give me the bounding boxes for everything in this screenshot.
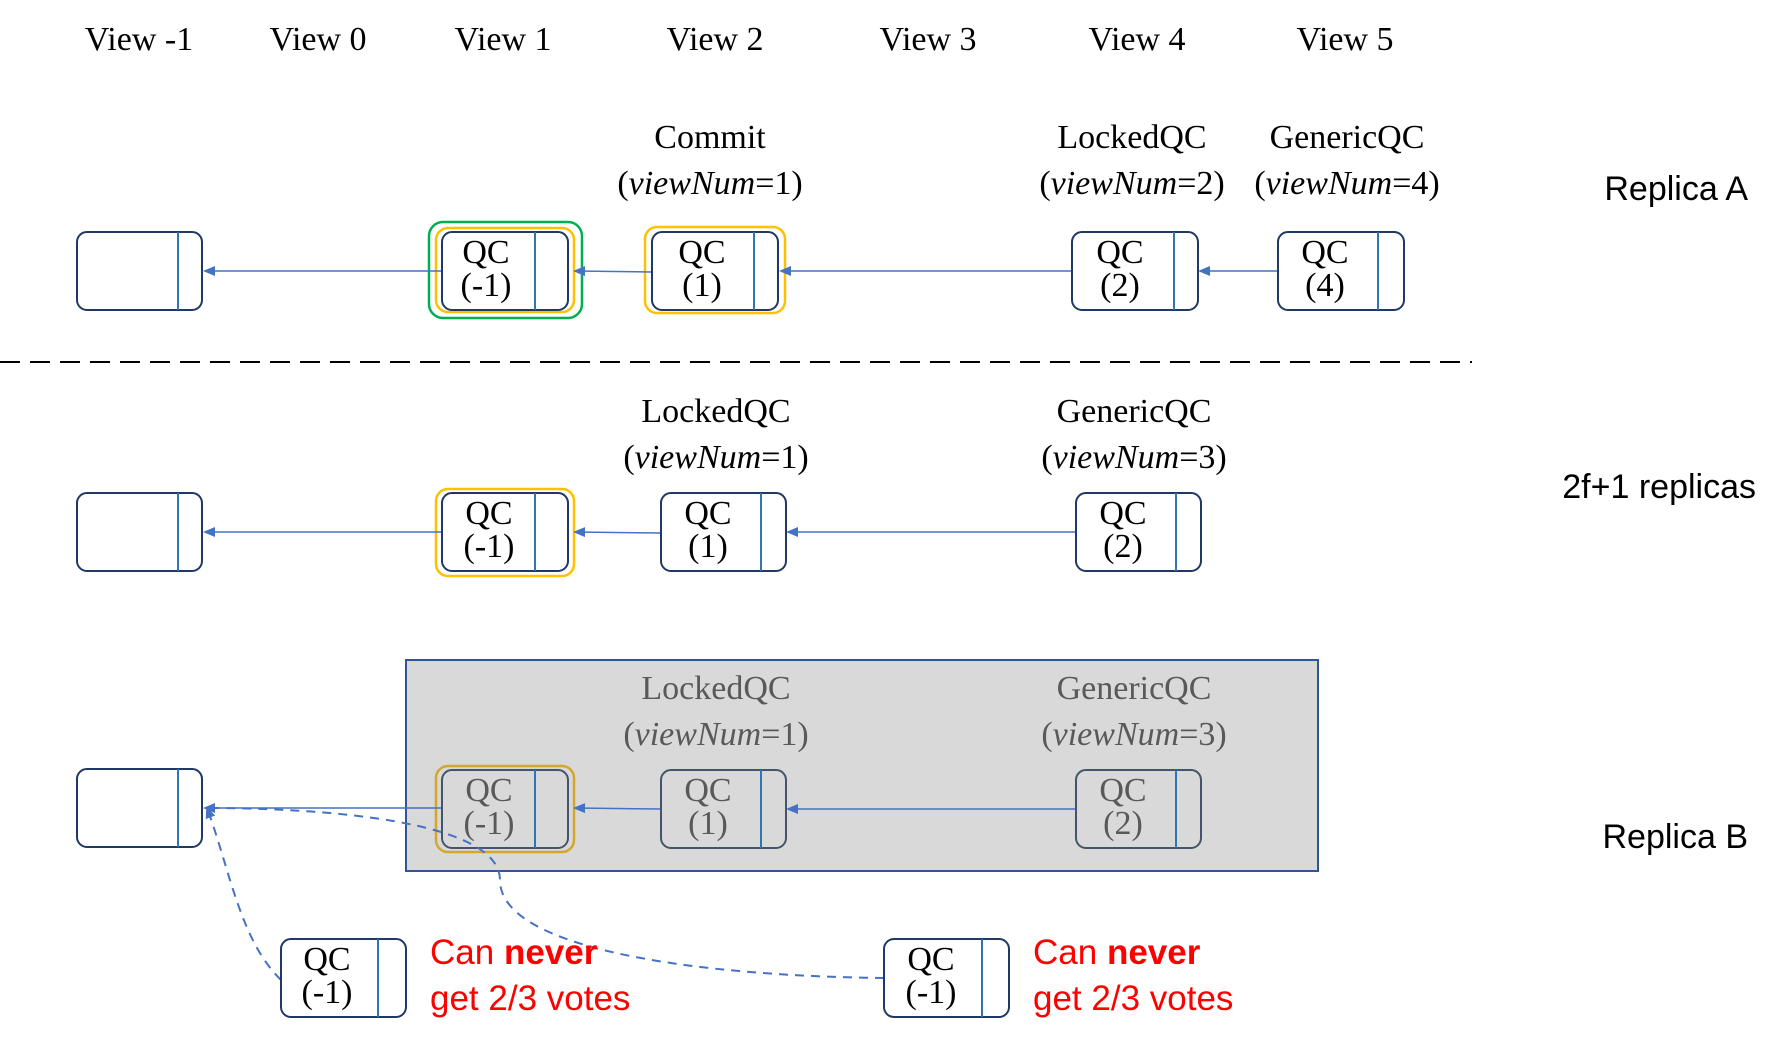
block: QC (1) [660,769,787,849]
annotation-title: LockedQC [641,670,790,707]
annotation-value: (viewNum=1) [617,165,802,202]
annotation-title: LockedQC [641,393,790,430]
dashed-fork-arrow [205,806,282,981]
qc-label: QC [678,234,725,271]
annotation-title: Commit [654,119,766,156]
annotation-title: GenericQC [1270,119,1425,156]
qc-view: (1) [688,528,728,565]
replicas-2f1-row: 2f+1 replicas LockedQC (viewNum=1) Gener… [76,393,1756,578]
qc-label: QC [462,234,509,271]
annotation-locked-qc: LockedQC (viewNum=1) [623,393,808,476]
block: QC (1) [660,492,787,572]
annotation-value: (viewNum=2) [1039,165,1224,202]
qc-view: (-1) [906,974,957,1011]
block: QC (-1) [441,492,569,572]
block: QC (2) [1075,769,1202,849]
qc-view: (1) [688,805,728,842]
replica-a-row: Replica A Commit (viewNum=1) LockedQC (v… [76,119,1748,320]
qc-label: QC [1099,495,1146,532]
qc-label: QC [1301,234,1348,271]
row-label-2f1-replicas: 2f+1 replicas [1562,468,1756,506]
annotation-value: (viewNum=3) [1041,716,1226,753]
qc-view: (-1) [302,974,353,1011]
block [76,768,203,848]
chain-arrow [573,803,662,814]
warning-note: Can never get 2/3 votes [430,933,630,1018]
annotation-title: GenericQC [1057,670,1212,707]
warning-line-2: get 2/3 votes [1033,979,1233,1018]
qc-label: QC [1099,772,1146,809]
block: QC (1) [651,231,779,311]
chain-arrow [573,527,662,538]
view-label: View 3 [879,21,976,58]
annotation-value: (viewNum=3) [1041,439,1226,476]
block: QC (-1) [441,231,569,311]
qc-view: (-1) [464,528,515,565]
warning-line-2: get 2/3 votes [430,979,630,1018]
annotation-commit: Commit (viewNum=1) [617,119,802,202]
dashed-fork-arrow [206,807,885,979]
abandoned-branch-panel [405,659,1319,872]
annotation-value: (viewNum=1) [623,716,808,753]
qc-label: QC [684,772,731,809]
row-label-replica-b: Replica B [1602,818,1748,856]
annotation-title: LockedQC [1057,119,1206,156]
warning-line-1: Can never [430,933,598,972]
view-label: View 5 [1296,21,1393,58]
qc-view: (-1) [461,267,512,304]
block: QC (-1) [441,769,569,849]
qc-label: QC [465,495,512,532]
annotation-generic-qc: GenericQC (viewNum=4) [1254,119,1439,202]
block [76,231,203,311]
block: QC (-1) [883,938,1010,1018]
qc-view: (-1) [464,805,515,842]
annotation-generic-qc: GenericQC (viewNum=3) [1041,393,1226,476]
annotation-value: (viewNum=4) [1254,165,1439,202]
annotation-generic-qc: GenericQC (viewNum=3) [1041,670,1226,753]
qc-label: QC [684,495,731,532]
warning-note: Can never get 2/3 votes [1033,933,1233,1018]
block: QC (2) [1075,492,1202,572]
annotation-locked-qc: LockedQC (viewNum=1) [623,670,808,753]
qc-view: (2) [1103,528,1143,565]
qc-view: (2) [1100,267,1140,304]
qc-label: QC [303,941,350,978]
qc-view: (2) [1103,805,1143,842]
view-label: View 0 [269,21,366,58]
qc-view: (4) [1305,267,1345,304]
view-label: View 1 [454,21,551,58]
qc-label: QC [1096,234,1143,271]
annotation-locked-qc: LockedQC (viewNum=2) [1039,119,1224,202]
block [76,492,203,572]
view-label: View 2 [666,21,763,58]
warning-line-1: Can never [1033,933,1201,972]
block: QC (-1) [280,938,407,1018]
qc-view: (1) [682,267,722,304]
view-label: View 4 [1088,21,1185,58]
view-header: View -1 View 0 View 1 View 2 View 3 View… [85,21,1394,58]
annotation-title: GenericQC [1057,393,1212,430]
view-label: View -1 [85,21,193,58]
qc-label: QC [907,941,954,978]
row-label-replica-a: Replica A [1604,170,1748,208]
replica-b-row: Replica B LockedQC (viewNum=1) GenericQC… [76,659,1748,1018]
block: QC (2) [1071,231,1199,311]
annotation-value: (viewNum=1) [623,439,808,476]
chain-arrow [573,266,653,277]
block: QC (4) [1277,231,1405,311]
qc-label: QC [465,772,512,809]
